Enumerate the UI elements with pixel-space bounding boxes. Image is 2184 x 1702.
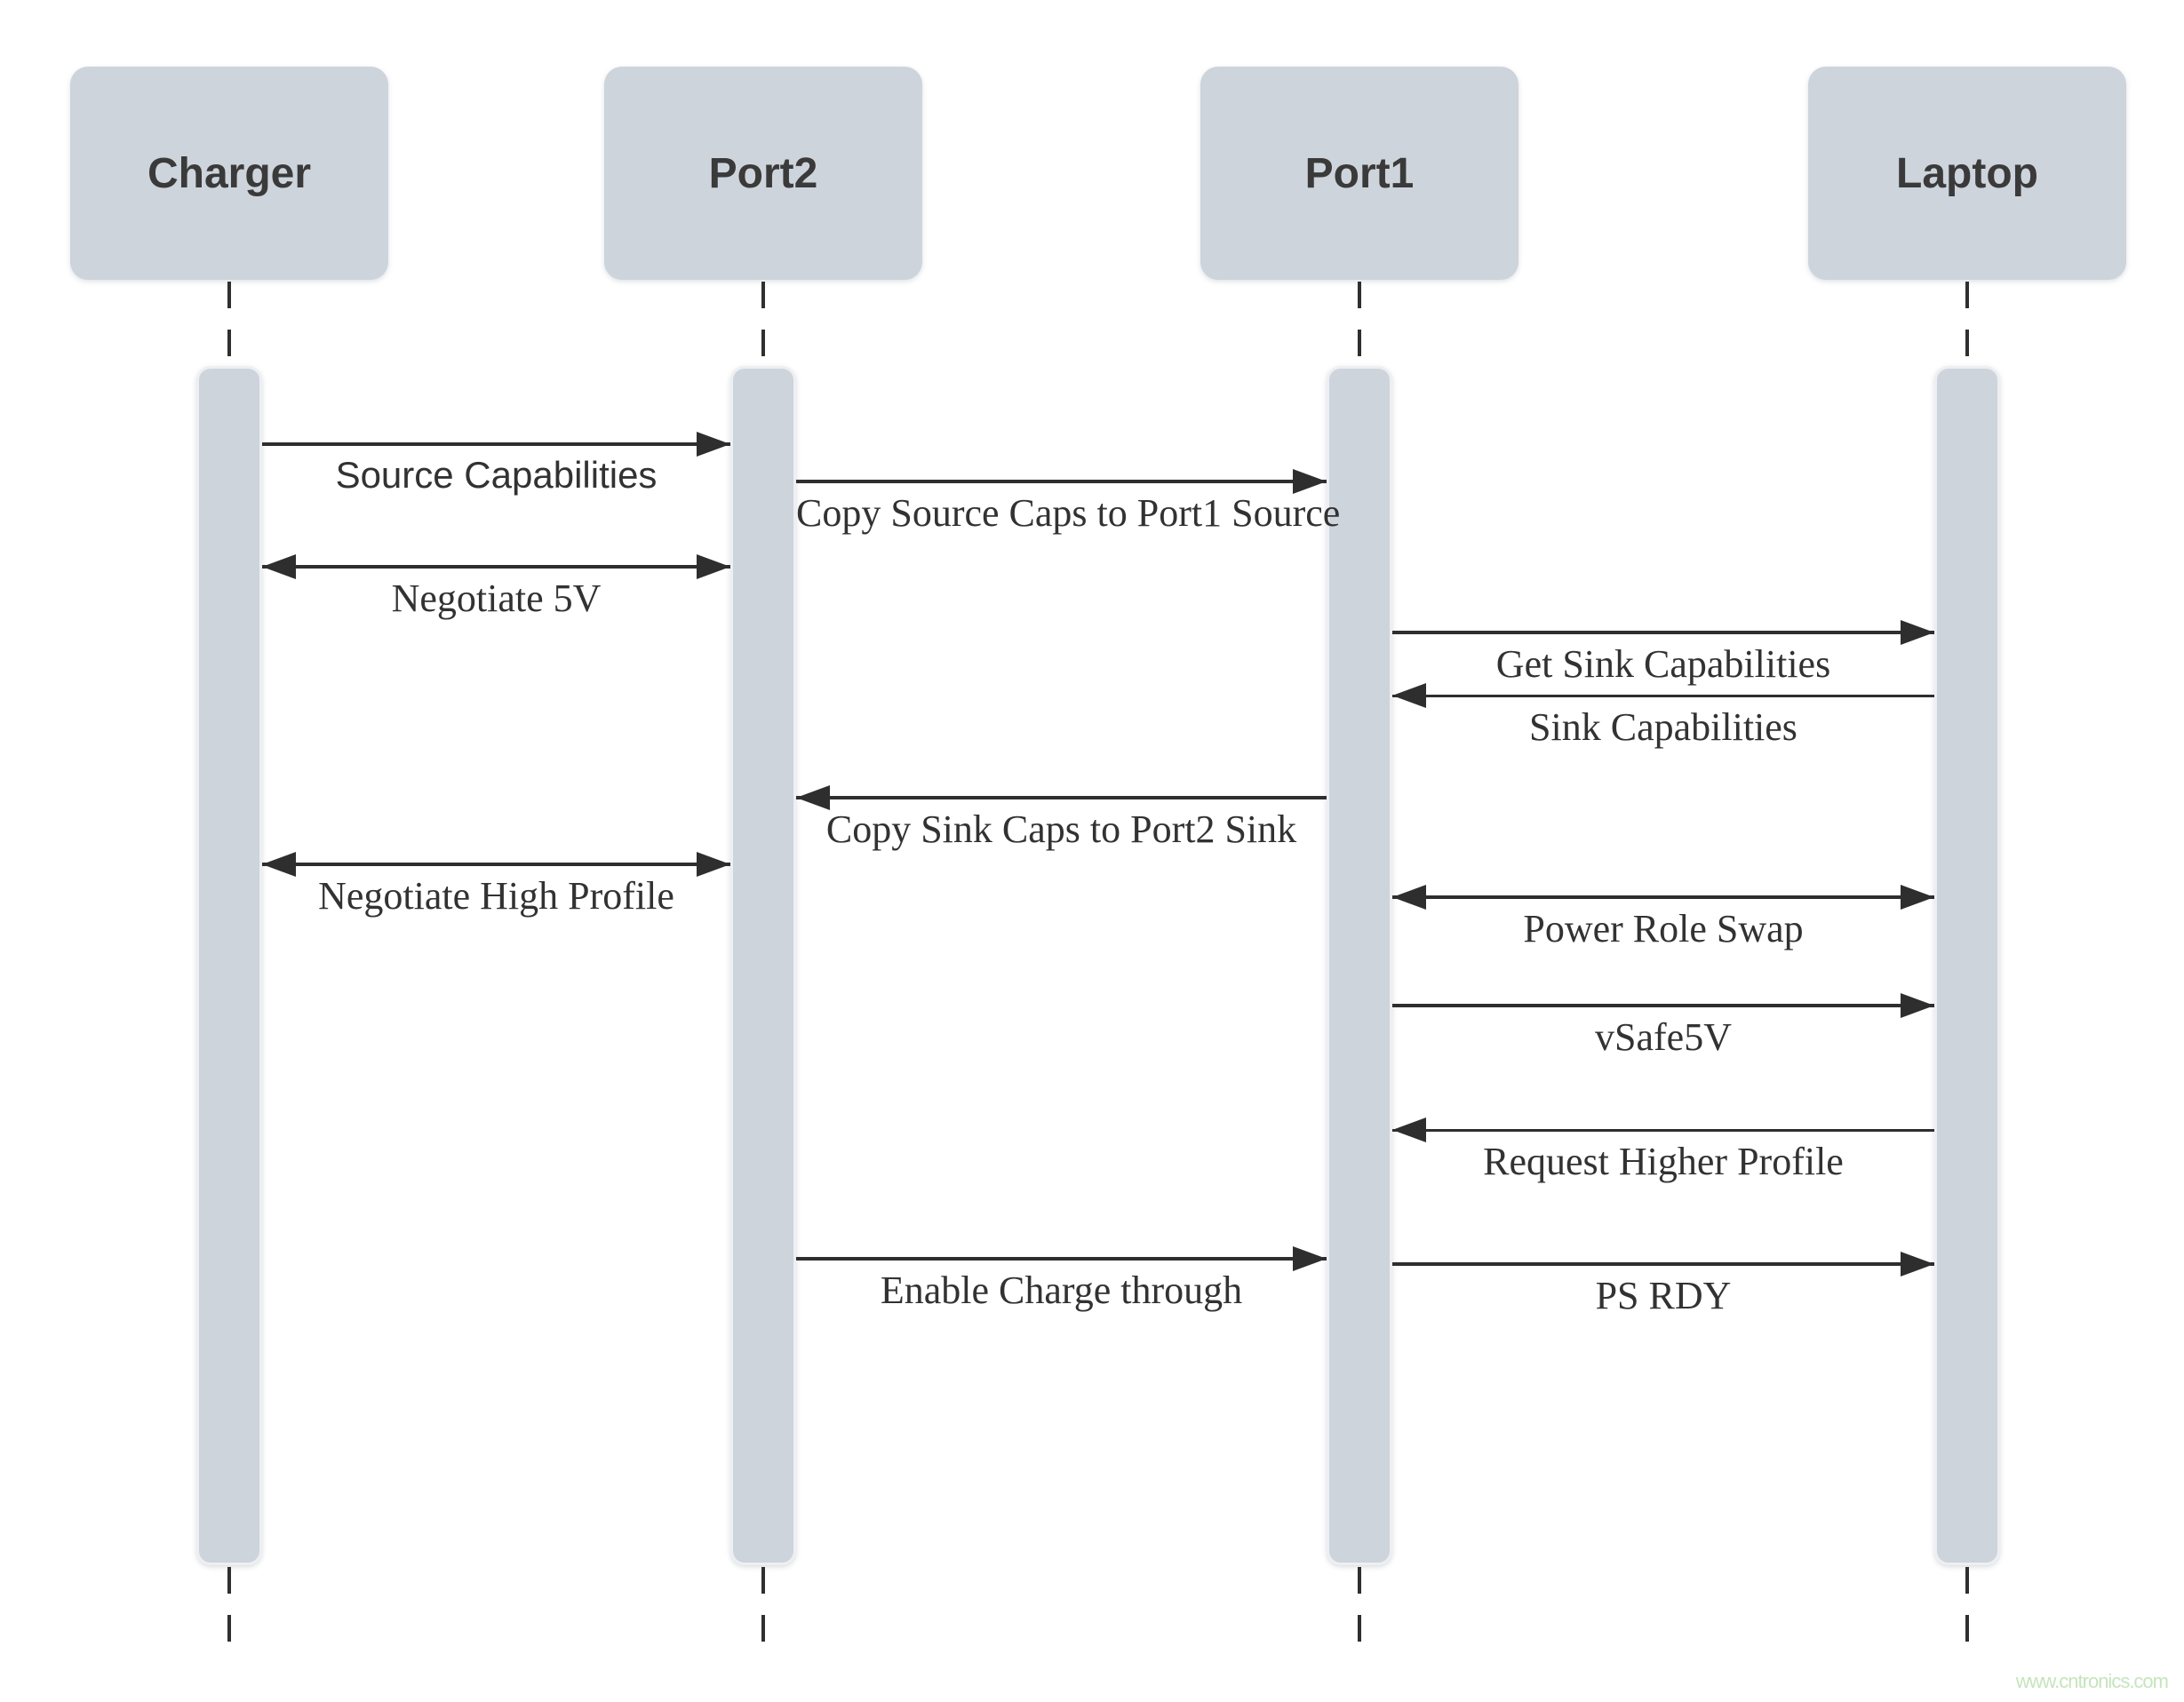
message-arrow-line xyxy=(796,1257,1327,1261)
message-label: PS RDY xyxy=(1595,1274,1732,1317)
message-arrow-line xyxy=(262,442,730,446)
participant-box-charger: Charger xyxy=(70,67,388,280)
message-arrow-line xyxy=(1392,1128,1934,1132)
lifeline-bottom-port2 xyxy=(761,1567,765,1642)
arrowhead-left-icon xyxy=(1392,1117,1426,1142)
message-label: Sink Capabilities xyxy=(1529,705,1797,749)
message-arrow-line xyxy=(1392,631,1934,634)
message-arrow-line xyxy=(262,863,730,866)
arrowhead-left-icon xyxy=(262,852,296,877)
participant-box-laptop: Laptop xyxy=(1808,67,2126,280)
lifeline-top-port2 xyxy=(761,282,765,364)
lifeline-top-laptop xyxy=(1965,282,1969,364)
activation-bar-charger xyxy=(196,366,262,1565)
message-label: Copy Sink Caps to Port2 Sink xyxy=(825,807,1297,851)
lifeline-bottom-laptop xyxy=(1965,1567,1969,1642)
message-arrow-line xyxy=(1392,1004,1934,1007)
message-label: Negotiate High Profile xyxy=(318,874,674,918)
message-label: Request Higher Profile xyxy=(1483,1140,1844,1183)
arrowhead-left-icon xyxy=(796,785,830,810)
message-label: Power Role Swap xyxy=(1523,907,1804,950)
arrowhead-left-icon xyxy=(262,554,296,579)
arrowhead-left-icon xyxy=(1392,683,1426,708)
participant-label: Laptop xyxy=(1896,149,2038,197)
activation-bar-laptop xyxy=(1934,366,2000,1565)
arrowhead-right-icon xyxy=(1901,620,1934,645)
message-label: Copy Source Caps to Port1 Source xyxy=(796,491,1341,535)
arrowhead-right-icon xyxy=(1293,1246,1327,1271)
message-arrow-line xyxy=(796,796,1327,799)
watermark-text: www.cntronics.com xyxy=(2015,1670,2169,1692)
message-arrow-line xyxy=(796,480,1327,483)
message-label: vSafe5V xyxy=(1595,1015,1732,1059)
arrowhead-right-icon xyxy=(1901,993,1934,1018)
participant-box-port1: Port1 xyxy=(1200,67,1518,280)
lifeline-bottom-port1 xyxy=(1358,1567,1361,1642)
arrowhead-right-icon xyxy=(697,852,730,877)
message-arrow-line xyxy=(1392,694,1934,697)
arrowhead-right-icon xyxy=(697,554,730,579)
message-label: Enable Charge through xyxy=(880,1269,1243,1312)
message-arrow-line xyxy=(1392,1262,1934,1266)
lifeline-bottom-charger xyxy=(227,1567,231,1642)
message-label: Get Sink Capabilities xyxy=(1495,642,1831,686)
participant-label: Charger xyxy=(147,149,312,197)
message-label: Source Capabilities xyxy=(335,454,658,496)
message-arrow-line xyxy=(262,565,730,569)
message-label: Negotiate 5V xyxy=(391,577,602,620)
arrowhead-right-icon xyxy=(1901,885,1934,910)
activation-bar-port2 xyxy=(730,366,796,1565)
activation-bar-port1 xyxy=(1327,366,1392,1565)
participant-box-port2: Port2 xyxy=(604,67,922,280)
lifeline-top-port1 xyxy=(1358,282,1361,364)
arrowhead-right-icon xyxy=(1901,1252,1934,1276)
arrowhead-left-icon xyxy=(1392,885,1426,910)
lifeline-top-charger xyxy=(227,282,231,364)
arrowhead-right-icon xyxy=(1293,469,1327,494)
message-arrow-line xyxy=(1392,895,1934,899)
participant-label: Port1 xyxy=(1304,149,1415,197)
participant-label: Port2 xyxy=(708,149,818,197)
arrowhead-right-icon xyxy=(697,432,730,457)
